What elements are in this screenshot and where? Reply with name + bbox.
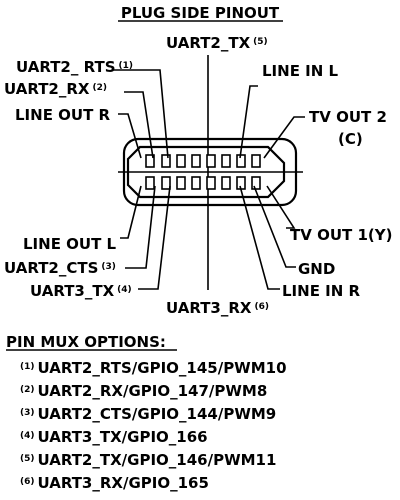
mux-option: (2)UART2_RX/GPIO_147/PWM8 xyxy=(20,382,267,400)
connector-pin xyxy=(161,154,171,168)
leader-line-out-l xyxy=(120,185,142,239)
connector-pin xyxy=(251,154,261,168)
label-uart2-rx: UART2_RX(2) xyxy=(4,80,107,98)
connector xyxy=(118,55,303,290)
leader-gnd xyxy=(253,185,296,268)
label-tv-out-1: TV OUT 1(Y) xyxy=(290,226,392,244)
leader-lines xyxy=(112,69,305,290)
label-tv-out-2: TV OUT 2 xyxy=(309,108,387,126)
leader-uart2-rts xyxy=(112,69,169,159)
mux-option: (3)UART2_CTS/GPIO_144/PWM9 xyxy=(20,405,276,423)
connector-pin xyxy=(145,176,155,190)
mux-options-list: (1)UART2_RTS/GPIO_145/PWM10 (2)UART2_RX/… xyxy=(20,359,287,492)
leader-line-in-l xyxy=(239,85,258,159)
connector-pin xyxy=(251,176,261,190)
mux-option: (1)UART2_RTS/GPIO_145/PWM10 xyxy=(20,359,287,377)
connector-pin xyxy=(221,154,231,168)
mux-title: PIN MUX OPTIONS: xyxy=(6,333,166,351)
leader-uart2-rx xyxy=(124,91,154,159)
leader-line-out-r xyxy=(118,113,142,159)
label-tv-out-2-c: (C) xyxy=(338,130,363,148)
connector-pin xyxy=(161,176,171,190)
connector-pin xyxy=(145,154,155,168)
connector-pin xyxy=(191,154,201,168)
connector-pin xyxy=(221,176,231,190)
connector-pin xyxy=(191,176,201,190)
leader-line-in-r xyxy=(239,185,280,290)
label-line-in-r: LINE IN R xyxy=(282,282,361,300)
mux-option: (6)UART3_RX/GPIO_165 xyxy=(20,474,209,492)
label-uart3-rx: UART3_RX(6) xyxy=(166,299,269,317)
connector-pin xyxy=(176,176,186,190)
leader-uart2-cts xyxy=(125,185,156,269)
label-line-in-l: LINE IN L xyxy=(262,62,339,80)
mux-option: (4)UART3_TX/GPIO_166 xyxy=(20,428,208,446)
pin-array xyxy=(145,154,261,190)
mux-option: (5)UART2_TX/GPIO_146/PWM11 xyxy=(20,451,276,469)
label-line-out-l: LINE OUT L xyxy=(23,235,117,253)
label-uart2-tx: UART2_TX(5) xyxy=(166,34,268,52)
connector-pin xyxy=(206,154,216,168)
label-uart2-cts: UART2_CTS(3) xyxy=(4,259,116,277)
label-uart2-rts: UART2_ RTS(1) xyxy=(16,58,133,76)
connector-pin xyxy=(206,176,216,190)
leader-tv-out-2 xyxy=(263,116,305,159)
connector-inner-shell xyxy=(126,145,286,199)
diagram-title: PLUG SIDE PINOUT xyxy=(121,4,280,22)
connector-pin xyxy=(176,154,186,168)
label-line-out-r: LINE OUT R xyxy=(15,106,111,124)
label-uart3-tx: UART3_TX(4) xyxy=(30,282,132,300)
connector-pin xyxy=(236,154,246,168)
label-gnd: GND xyxy=(298,260,335,278)
leader-tv-out-1 xyxy=(266,185,296,229)
leader-uart3-tx xyxy=(138,185,171,290)
